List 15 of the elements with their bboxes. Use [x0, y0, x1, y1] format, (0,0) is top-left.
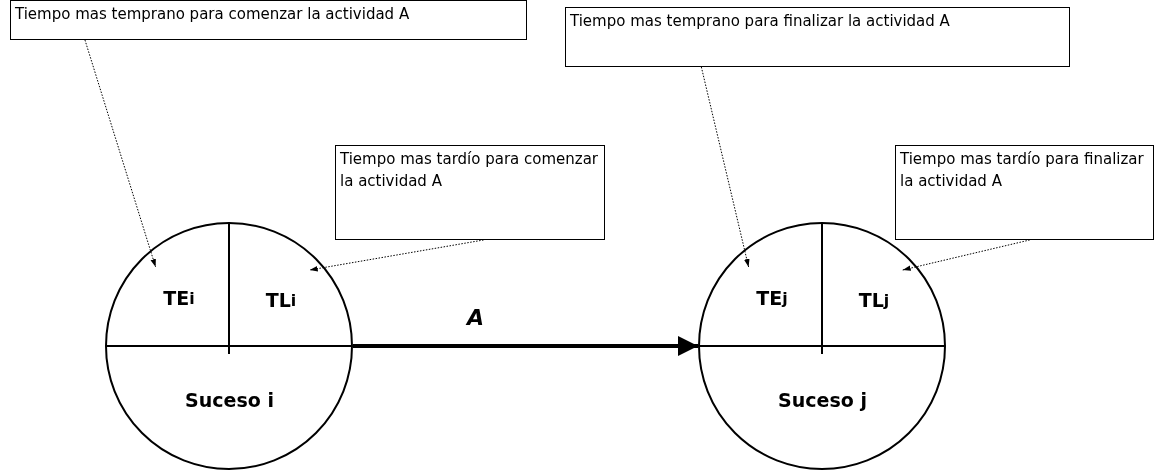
callout-text: Tiempo mas temprano para comenzar la actividad A [15, 4, 411, 25]
callout-box [565, 7, 1070, 67]
section-label: Suceso i [147, 374, 312, 426]
leader-line [700, 66, 750, 268]
callout-box [335, 145, 605, 240]
callout-box [895, 145, 1154, 240]
callout-text: Tiempo mas tardío para finalizar la actividad A [900, 149, 1145, 192]
callout-text: Tiempo mas temprano para finalizar la actividad A [570, 11, 951, 32]
event-circle [105, 222, 353, 470]
arrow [353, 336, 698, 356]
event-circle [698, 222, 946, 470]
section-label: Suceso j [740, 374, 905, 426]
callout-box [10, 0, 527, 40]
leader-line [84, 39, 157, 268]
callout-text: Tiempo mas tardío para comenzar la actividad A [340, 149, 600, 192]
